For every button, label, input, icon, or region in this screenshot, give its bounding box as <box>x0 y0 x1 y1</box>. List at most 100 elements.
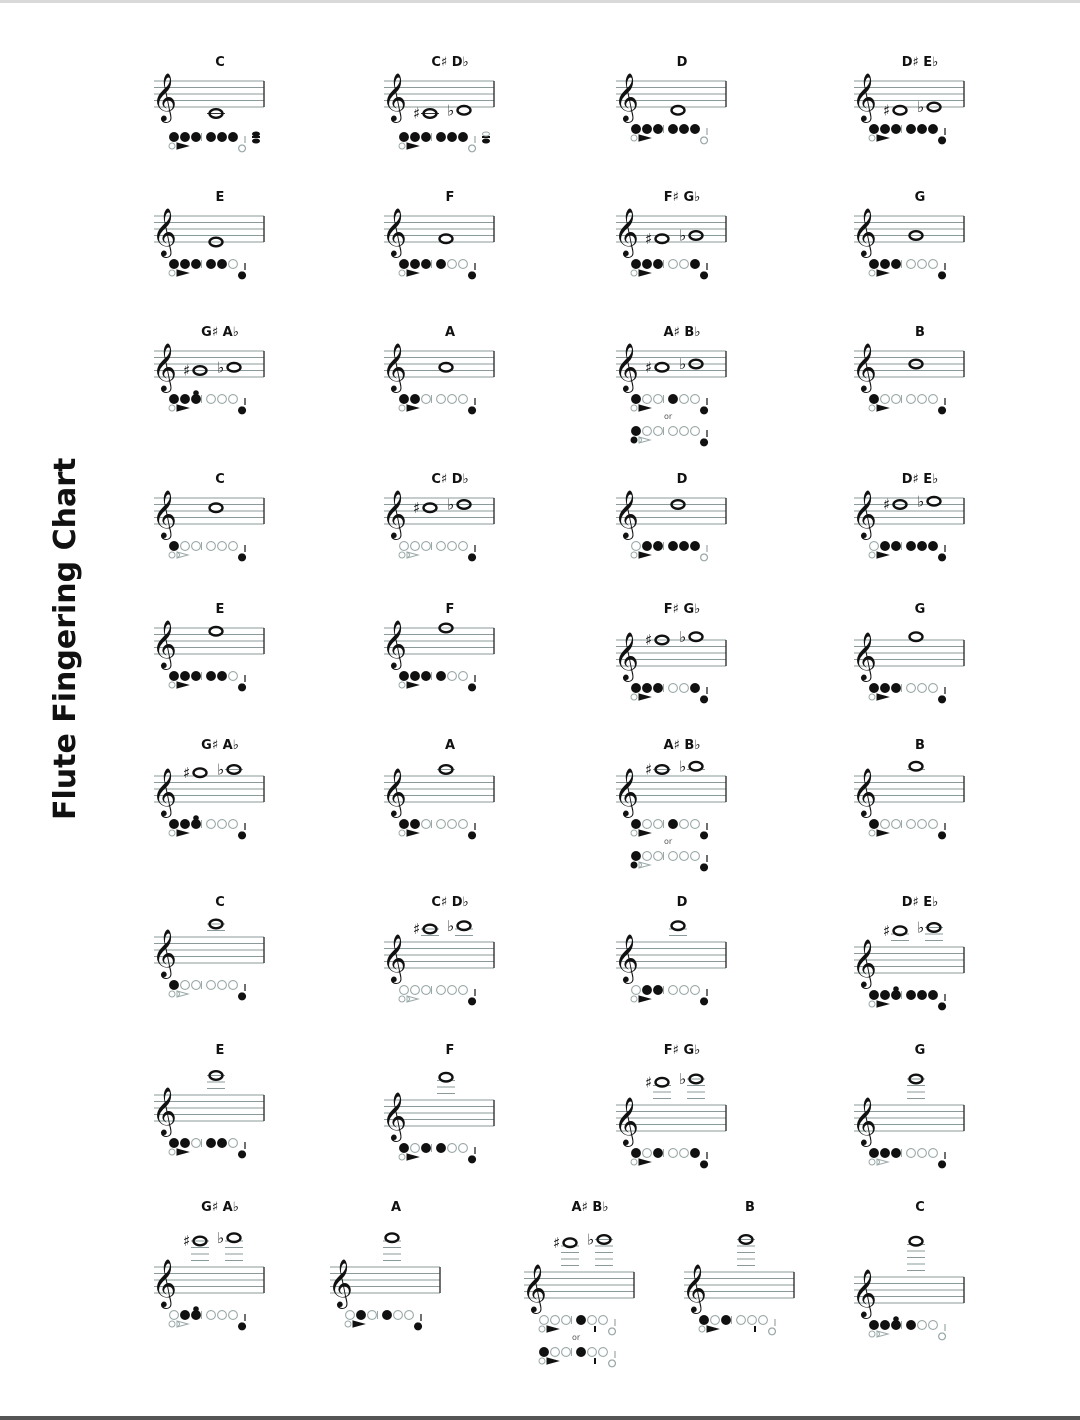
fingering-diagram <box>398 985 476 1006</box>
note-name-label: B <box>915 738 925 753</box>
closed-key-icon <box>421 132 431 142</box>
fingering-diagram <box>630 1148 708 1169</box>
open-key-icon <box>345 1310 355 1320</box>
closed-key-icon <box>668 124 678 134</box>
whole-note-icon <box>908 230 924 242</box>
whole-note-icon <box>192 365 208 377</box>
fingering-diagram <box>868 541 946 562</box>
bflat-thumb-key-icon <box>630 829 638 837</box>
treble-clef-icon: 𝄞 <box>382 72 407 123</box>
bflat-thumb-key-icon <box>168 681 176 689</box>
open-key-icon <box>550 1315 560 1325</box>
staff-svg: 𝄞 <box>852 760 965 840</box>
open-key-icon <box>191 541 201 551</box>
pinky-key-closed-icon <box>700 823 708 840</box>
open-key-icon <box>880 394 890 404</box>
open-key-icon <box>642 426 652 436</box>
closed-key-icon <box>436 132 446 142</box>
note-cell: D♯ E♭𝄞♯♭ <box>850 895 990 1025</box>
treble-clef-icon: 𝄞 <box>152 767 177 818</box>
bflat-thumb-key-icon <box>168 1320 176 1328</box>
whole-note-icon <box>688 358 704 370</box>
closed-key-icon <box>917 124 927 134</box>
open-key-icon <box>679 851 689 861</box>
open-key-icon <box>458 985 468 995</box>
open-key-icon <box>169 1310 179 1320</box>
bflat-thumb-key-icon <box>868 269 876 277</box>
open-key-icon <box>410 1143 420 1153</box>
open-key-icon <box>436 541 446 551</box>
closed-key-icon <box>191 394 201 404</box>
thumb-key-icon <box>638 693 652 701</box>
staff-svg: 𝄞 <box>382 764 495 840</box>
open-key-icon <box>447 819 457 829</box>
note-name-label: D <box>676 472 688 487</box>
pinky-key-closed-icon <box>238 1314 246 1331</box>
closed-key-icon <box>169 394 179 404</box>
closed-key-icon <box>180 1138 190 1148</box>
staff-svg: 𝄞 <box>682 1234 795 1336</box>
pinky-key-open-icon <box>608 1319 616 1336</box>
bflat-thumb-key-icon <box>698 1325 706 1333</box>
fingering-diagram <box>168 815 246 840</box>
note-cell: D𝄞 <box>612 55 752 185</box>
closed-key-icon <box>410 394 420 404</box>
treble-clef-icon: 𝄞 <box>382 342 407 393</box>
open-key-icon <box>447 1143 457 1153</box>
staff-svg: 𝄞 <box>614 920 727 1006</box>
closed-key-icon <box>679 541 689 551</box>
note-name-label: G <box>914 190 926 205</box>
open-key-icon <box>917 1320 927 1330</box>
closed-key-icon <box>191 132 201 142</box>
closed-key-icon <box>642 259 652 269</box>
closed-key-icon <box>642 683 652 693</box>
open-key-icon <box>436 819 446 829</box>
closed-key-icon <box>891 1320 901 1330</box>
whole-note-icon <box>192 1235 208 1247</box>
open-key-icon <box>869 541 879 551</box>
flat-icon: ♭ <box>917 492 924 510</box>
staff-svg: 𝄞♯♭ <box>382 489 495 562</box>
sharp-icon: ♯ <box>645 358 652 376</box>
closed-key-icon <box>906 124 916 134</box>
flat-icon: ♭ <box>917 98 924 116</box>
bflat-thumb-key-icon <box>398 681 406 689</box>
open-key-icon <box>228 980 238 990</box>
pinky-key-closed-icon <box>938 687 946 704</box>
note-cell: A♯ B♭𝄞♯♭or <box>612 325 752 455</box>
pinky-key-open-icon <box>700 128 708 145</box>
fingering-diagram <box>168 390 246 415</box>
closed-key-icon <box>539 1347 549 1357</box>
closed-key-icon <box>880 124 890 134</box>
bflat-thumb-key-icon <box>630 995 638 1003</box>
open-key-icon <box>880 819 890 829</box>
bflat-thumb-key-icon <box>398 551 406 559</box>
sharp-icon: ♯ <box>883 922 890 940</box>
note-cell: D𝄞 <box>612 472 752 602</box>
note-cell: G♯ A♭𝄞♯♭ <box>150 1200 290 1331</box>
whole-note-icon <box>438 622 454 634</box>
bflat-thumb-key-icon <box>630 269 638 277</box>
whole-note-icon <box>456 499 472 511</box>
staff-svg: 𝄞♯♭ <box>382 917 495 1006</box>
open-key-icon <box>906 819 916 829</box>
open-key-icon <box>928 394 938 404</box>
thumb-key-icon <box>176 829 190 837</box>
treble-clef-icon: 𝄞 <box>152 342 177 393</box>
flat-icon: ♭ <box>587 1231 594 1249</box>
closed-key-icon <box>869 394 879 404</box>
staff-svg: 𝄞♯♭ <box>152 761 265 840</box>
note-name-label: F♯ G♭ <box>663 1043 701 1058</box>
note-cell: C𝄞 <box>150 895 290 1025</box>
open-key-icon <box>228 259 238 269</box>
closed-key-icon <box>228 132 238 142</box>
whole-note-icon <box>688 1073 704 1085</box>
closed-key-icon <box>642 124 652 134</box>
closed-key-icon <box>382 1310 392 1320</box>
fingering-diagram <box>398 819 476 840</box>
treble-clef-icon: 𝄞 <box>852 342 877 393</box>
fingering-diagram <box>168 1306 246 1331</box>
staff-svg: 𝄞 <box>382 1071 495 1164</box>
treble-clef-icon: 𝄞 <box>614 933 639 984</box>
fingering-diagram <box>630 426 708 447</box>
